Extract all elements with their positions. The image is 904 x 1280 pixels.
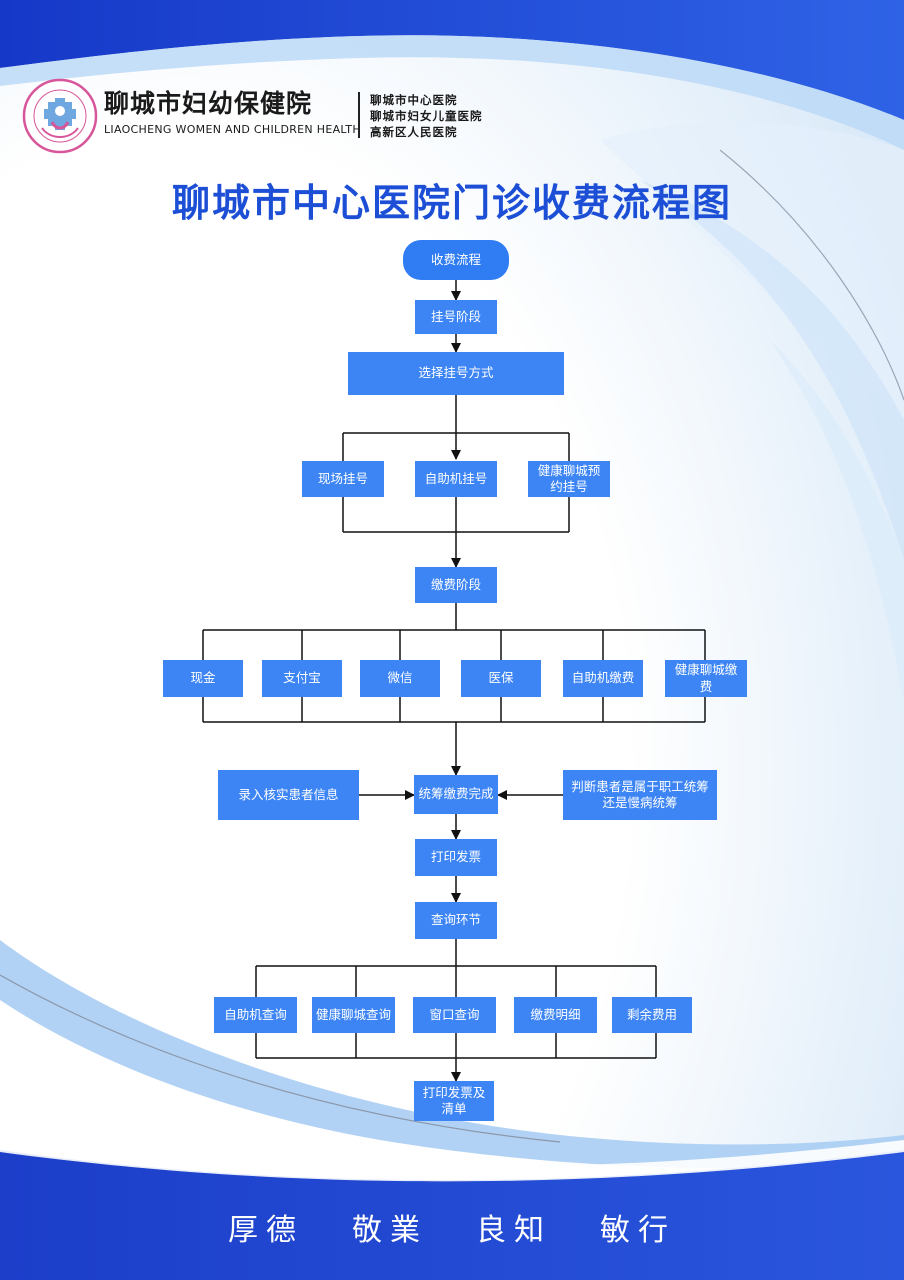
method-node: 健康聊城预约挂号 (528, 461, 610, 497)
hospital-seal-icon (22, 78, 98, 154)
query-option-node: 剩余费用 (612, 997, 692, 1033)
payment-option-node: 健康聊城缴费 (665, 660, 747, 697)
payment-option-node: 自助机缴费 (563, 660, 643, 697)
payment-stage-node: 缴费阶段 (415, 567, 497, 603)
hospital-name: 聊城市妇幼保健院 (104, 89, 313, 118)
flow-start-node: 收费流程 (403, 240, 509, 280)
motto-item: 厚德 (228, 1213, 304, 1248)
logo-divider (358, 92, 360, 138)
payment-option-node: 支付宝 (262, 660, 342, 697)
hospital-english-name: LIAOCHENG WOMEN AND CHILDREN HEALTH (104, 123, 361, 136)
print-invoice-node: 打印发票 (415, 839, 497, 876)
page-title: 聊城市中心医院门诊收费流程图 (171, 181, 732, 225)
payment-option-node: 医保 (461, 660, 541, 697)
affiliate-hospital: 高新区人民医院 (370, 125, 458, 139)
final-print-node: 打印发票及清单 (414, 1081, 494, 1121)
payment-option-node: 微信 (360, 660, 440, 697)
query-option-node: 缴费明细 (514, 997, 597, 1033)
choose-method-node: 选择挂号方式 (348, 352, 564, 395)
settlement-done-node: 统筹缴费完成 (414, 775, 498, 814)
motto-item: 敬業 (352, 1213, 428, 1248)
method-node: 自助机挂号 (415, 461, 497, 497)
registration-stage-node: 挂号阶段 (415, 300, 497, 334)
affiliate-hospital: 聊城市中心医院 (370, 93, 458, 107)
payment-option-node: 现金 (163, 660, 243, 697)
input-patient-info-node: 录入核实患者信息 (218, 770, 359, 820)
method-node: 现场挂号 (302, 461, 384, 497)
affiliate-hospital: 聊城市妇女儿童医院 (370, 109, 483, 123)
determine-coverage-node: 判断患者是属于职工统筹还是慢病统筹 (563, 770, 717, 820)
query-stage-node: 查询环节 (415, 902, 497, 939)
query-option-node: 窗口查询 (413, 997, 496, 1033)
query-option-node: 健康聊城查询 (312, 997, 395, 1033)
motto-item: 敏行 (600, 1213, 676, 1248)
hospital-motto: 厚德 敬業 良知 敏行 (0, 1205, 904, 1249)
query-option-node: 自助机查询 (214, 997, 297, 1033)
motto-item: 良知 (476, 1213, 552, 1248)
